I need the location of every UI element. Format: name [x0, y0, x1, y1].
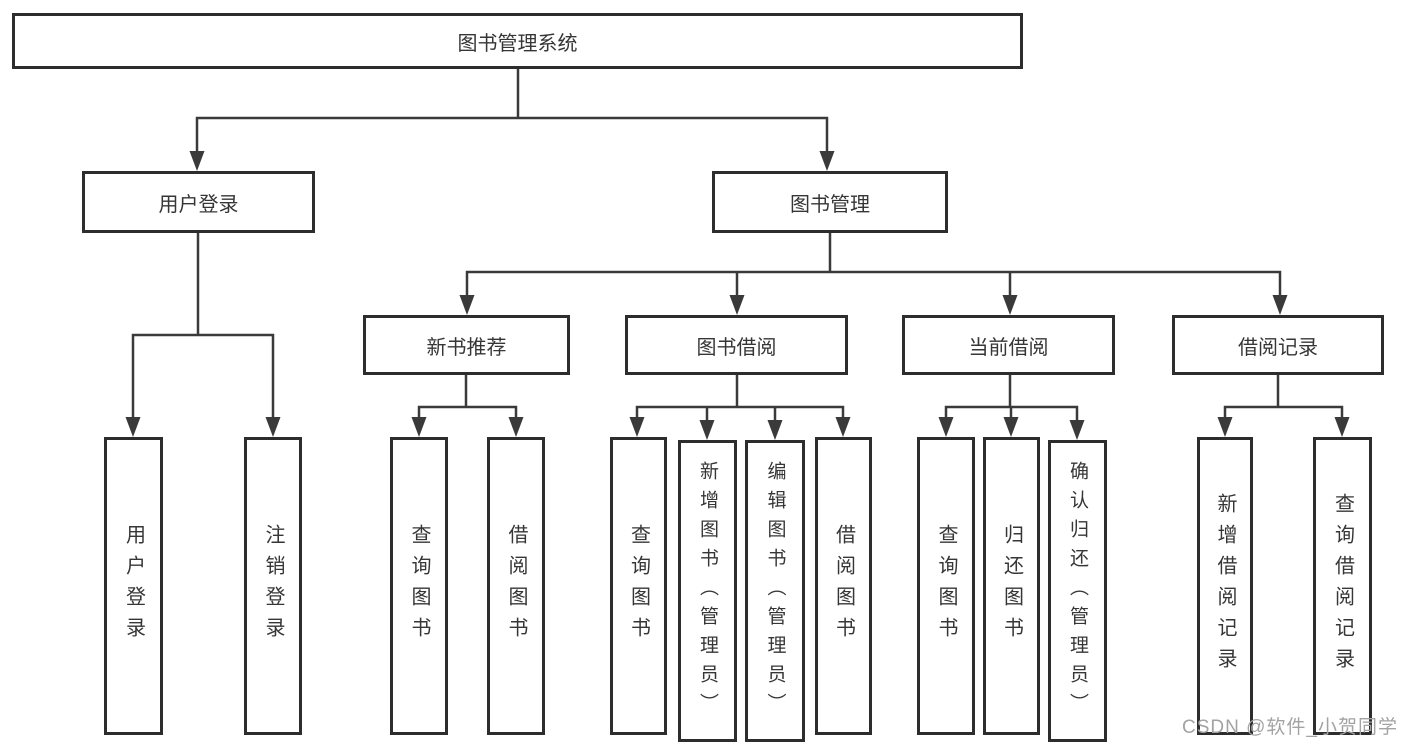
- node-label: 用户登录: [158, 193, 239, 216]
- node-leaf-borrow-books-2: 借阅图书: [815, 437, 872, 735]
- node-label: 确认归还（管理员）: [1067, 460, 1088, 722]
- node-label: 新书推荐: [426, 336, 507, 359]
- node-label: 图书管理: [790, 193, 870, 216]
- node-leaf-user-login: 用户登录: [104, 437, 163, 735]
- node-label: 归还图书: [1000, 524, 1023, 648]
- node-leaf-add-borrow-record: 新增借阅记录: [1197, 437, 1253, 735]
- node-label: 借阅图书: [505, 524, 527, 648]
- node-label: 新增借阅记录: [1214, 493, 1236, 679]
- node-new-book-recommendation: 新书推荐: [363, 315, 570, 375]
- node-leaf-add-books-admin: 新增图书（管理员）: [678, 440, 737, 742]
- node-leaf-query-books-1: 查询图书: [390, 437, 448, 735]
- node-book-borrowing: 图书借阅: [625, 315, 848, 375]
- node-leaf-confirm-return-admin: 确认归还（管理员）: [1048, 440, 1107, 742]
- node-label: 借阅记录: [1238, 336, 1318, 359]
- node-leaf-edit-books-admin: 编辑图书（管理员）: [745, 440, 805, 742]
- node-label: 当前借阅: [968, 336, 1049, 359]
- node-leaf-query-books-2: 查询图书: [610, 437, 667, 735]
- node-label: 查询借阅记录: [1331, 493, 1354, 679]
- tree-edges: [131, 67, 1344, 427]
- node-label: 图书借阅: [696, 336, 777, 359]
- node-leaf-query-borrow-record: 查询借阅记录: [1313, 437, 1372, 735]
- node-leaf-query-books-3: 查询图书: [917, 437, 975, 735]
- node-leaf-return-books: 归还图书: [983, 437, 1040, 735]
- node-borrowing-records: 借阅记录: [1172, 315, 1384, 375]
- node-label: 查询图书: [627, 524, 650, 648]
- node-label: 查询图书: [408, 524, 430, 648]
- node-label: 借阅图书: [832, 524, 855, 648]
- node-label: 用户登录: [122, 524, 145, 648]
- node-leaf-borrow-books-1: 借阅图书: [487, 437, 545, 735]
- node-user-login-group: 用户登录: [82, 171, 315, 233]
- node-book-management: 图书管理: [712, 171, 948, 233]
- node-current-borrowing: 当前借阅: [902, 315, 1115, 375]
- node-label: 图书管理系统: [457, 32, 578, 55]
- csdn-watermark: CSDN @软件_小贺同学: [1182, 717, 1398, 738]
- arrowhead-icons: [125, 151, 1350, 440]
- node-label: 编辑图书（管理员）: [764, 460, 786, 722]
- node-label: 注销登录: [262, 524, 284, 648]
- node-library-management-system: 图书管理系统: [12, 13, 1023, 69]
- node-label: 查询图书: [935, 524, 957, 648]
- node-label: 新增图书（管理员）: [697, 460, 718, 722]
- node-leaf-logout: 注销登录: [244, 437, 302, 735]
